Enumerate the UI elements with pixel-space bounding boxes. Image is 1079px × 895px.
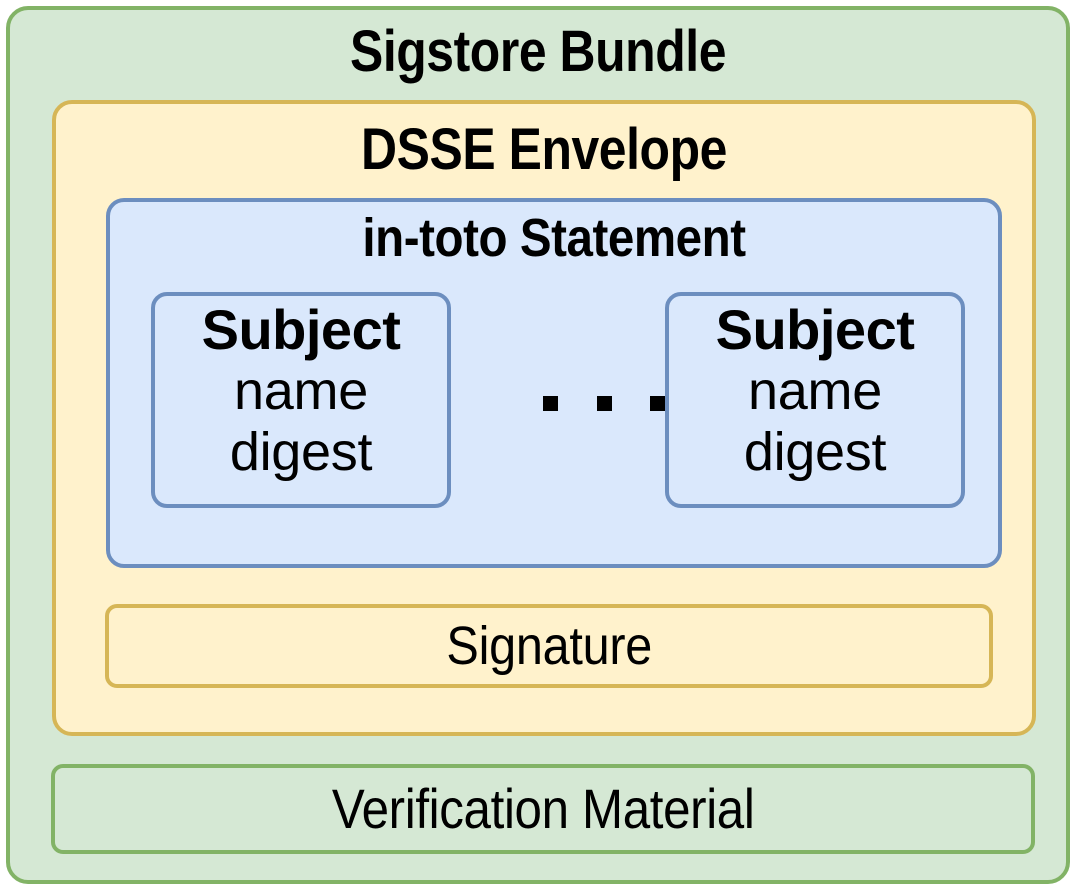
- dsse-envelope-title: DSSE Envelope: [361, 117, 727, 182]
- subject-field-name: name: [748, 361, 882, 422]
- subjects-ellipsis-icon: [543, 395, 665, 411]
- subject-heading: Subject: [201, 298, 401, 361]
- subject-heading: Subject: [715, 298, 915, 361]
- subject-box-last: Subject name digest: [665, 292, 965, 508]
- dsse-envelope-container: DSSE Envelope in-toto Statement Subject …: [52, 100, 1036, 736]
- subject-field-digest: digest: [229, 421, 373, 482]
- subject-box-first: Subject name digest: [151, 292, 451, 508]
- verification-material-label: Verification Material: [331, 777, 755, 840]
- ellipsis-dot: [650, 395, 665, 411]
- ellipsis-dot: [543, 395, 558, 411]
- signature-label: Signature: [446, 616, 652, 676]
- ellipsis-dot: [596, 395, 612, 411]
- sigstore-bundle-container: Sigstore Bundle DSSE Envelope in-toto St…: [6, 6, 1070, 884]
- in-toto-statement-container: in-toto Statement Subject name digest Su…: [106, 198, 1002, 568]
- in-toto-statement-title: in-toto Statement: [362, 208, 746, 268]
- verification-material-box: Verification Material: [51, 764, 1035, 854]
- subject-field-digest: digest: [743, 421, 887, 482]
- sigstore-bundle-title: Sigstore Bundle: [349, 19, 727, 84]
- subject-field-name: name: [234, 361, 368, 422]
- signature-box: Signature: [105, 604, 993, 688]
